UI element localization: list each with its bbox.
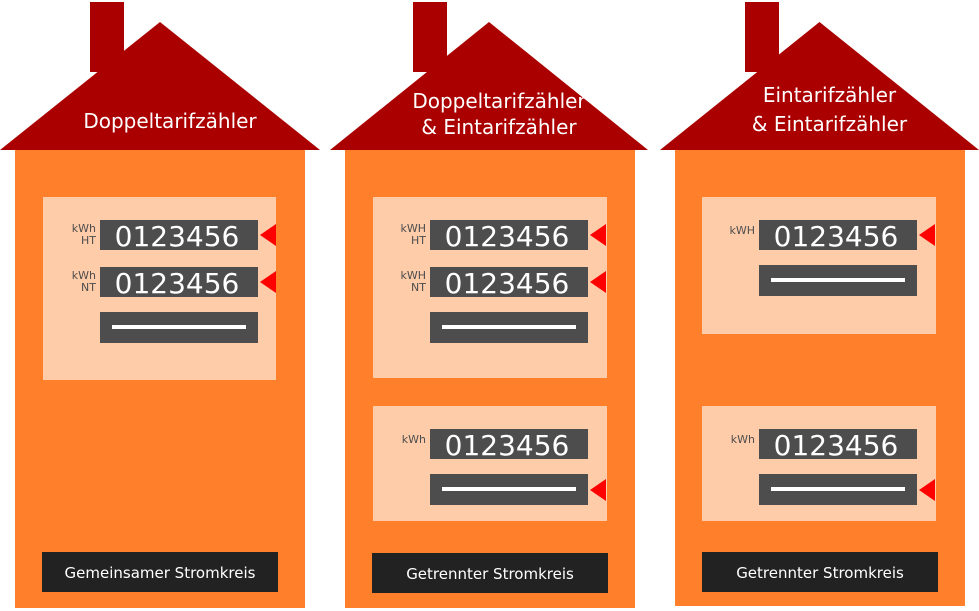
house-1: Doppeltarifzähler0123456kWhHT0123456kWhN… xyxy=(0,2,320,608)
circuit-label: Gemeinsamer Stromkreis xyxy=(42,552,278,592)
house-title: & Eintarifzähler xyxy=(421,115,577,139)
chimney xyxy=(413,2,447,72)
unit-label: kWH xyxy=(729,224,755,237)
meter-reading: 0123456 xyxy=(115,220,240,253)
unit-label: kWH xyxy=(400,269,426,282)
meter-bar-line xyxy=(442,325,576,329)
meter-display xyxy=(759,429,917,459)
meter-reading: 0123456 xyxy=(115,267,240,300)
house-title: Doppeltarifzähler xyxy=(412,89,586,113)
circuit-label: Getrennter Stromkreis xyxy=(702,552,938,592)
tariff-label: HT xyxy=(411,234,426,247)
meter-reading: 0123456 xyxy=(445,429,570,462)
circuit-label-text: Getrennter Stromkreis xyxy=(406,565,574,583)
meter-display xyxy=(430,267,588,297)
meter-bar-line xyxy=(442,487,576,491)
tariff-label: HT xyxy=(81,234,96,247)
meter-reading: 0123456 xyxy=(774,220,899,253)
house-roof xyxy=(660,22,979,150)
circuit-label-bg xyxy=(372,553,608,593)
meter-reading: 0123456 xyxy=(445,220,570,253)
unit-label: kWh xyxy=(402,433,426,446)
meter-display xyxy=(430,429,588,459)
unit-label: kWh xyxy=(72,222,96,235)
meter-panel: 0123456 kWH xyxy=(702,197,936,334)
meter-display xyxy=(100,267,258,297)
meter-bar-line xyxy=(771,278,905,282)
meter-bar-line xyxy=(771,487,905,491)
meter-reading: 0123456 xyxy=(445,267,570,300)
active-tariff-arrow xyxy=(590,271,606,293)
active-tariff-arrow xyxy=(590,224,606,246)
meter-panel: 0123456 kWh xyxy=(373,406,607,521)
house-title: & Eintarifzähler xyxy=(752,112,908,136)
tariff-label: NT xyxy=(411,281,426,294)
active-tariff-arrow xyxy=(590,479,606,501)
house-2: Doppeltarifzähler& Eintarifzähler 0123456… xyxy=(330,2,648,608)
unit-label: kWh xyxy=(731,433,755,446)
house-3: Eintarifzähler & Eintarifzähler 0123456 kWH… xyxy=(660,2,979,606)
meter-bar-line xyxy=(112,325,246,329)
house-title: Doppeltarifzähler xyxy=(83,109,257,133)
unit-label: kWh xyxy=(72,269,96,282)
active-tariff-arrow xyxy=(919,224,935,246)
house-roof xyxy=(330,22,648,150)
meter-reading: 0123456 xyxy=(774,429,899,462)
active-tariff-arrow xyxy=(260,271,276,293)
active-tariff-arrow xyxy=(260,224,276,246)
house-roof xyxy=(0,22,320,150)
circuit-label-text: Gemeinsamer Stromkreis xyxy=(65,564,256,582)
circuit-label-bg xyxy=(702,552,938,592)
meter-display xyxy=(430,220,588,250)
house-title: Eintarifzähler xyxy=(763,83,897,107)
circuit-label: Getrennter Stromkreis xyxy=(372,553,608,593)
circuit-label-text: Getrennter Stromkreis xyxy=(736,564,904,582)
meter-display xyxy=(100,220,258,250)
tariff-label: NT xyxy=(81,281,96,294)
meter-display xyxy=(759,220,917,250)
unit-label: kWH xyxy=(400,222,426,235)
meter-panel: 0123456 kWh xyxy=(702,406,936,521)
circuit-label-bg xyxy=(42,552,278,592)
active-tariff-arrow xyxy=(919,479,935,501)
